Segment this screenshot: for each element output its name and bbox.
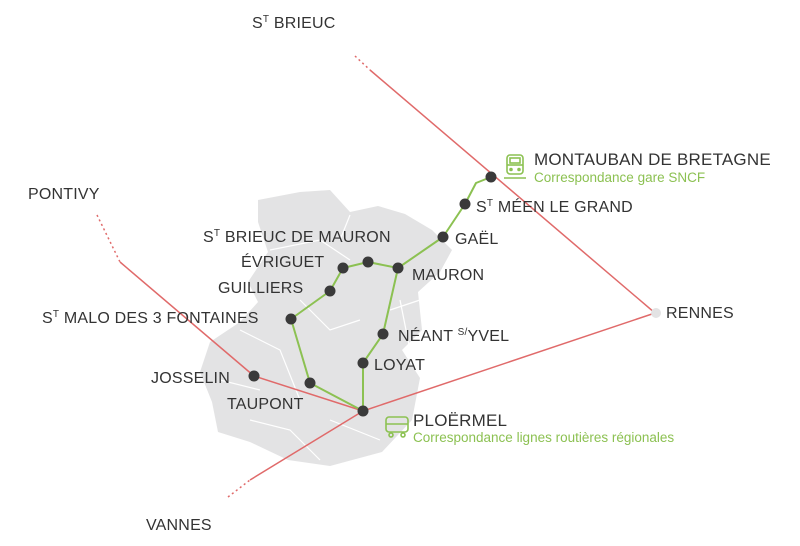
label-sup: T bbox=[213, 228, 221, 239]
label-sup: S/ bbox=[457, 327, 468, 338]
city-rennes: RENNES bbox=[666, 305, 734, 322]
station-ploermel[interactable] bbox=[357, 405, 369, 417]
montauban-connection-note: Correspondance gare SNCF bbox=[534, 170, 706, 185]
station-st-malo[interactable] bbox=[285, 313, 297, 325]
ploermel-connection-note: Correspondance lignes routières régional… bbox=[413, 430, 675, 445]
station-label-evriguet: ÉVRIGUET bbox=[241, 254, 325, 271]
city-vannes: VANNES bbox=[146, 517, 212, 534]
stations bbox=[248, 171, 497, 417]
region-shape bbox=[200, 190, 452, 466]
train-icon bbox=[504, 154, 526, 179]
label-prefix: S bbox=[476, 199, 487, 216]
label-sup: T bbox=[262, 14, 270, 25]
station-neant[interactable] bbox=[377, 328, 389, 340]
rennes-marker bbox=[651, 308, 661, 318]
label-sup: T bbox=[486, 198, 494, 209]
label-prefix: S bbox=[203, 229, 214, 246]
station-label-mauron: MAURON bbox=[412, 267, 485, 284]
label-rest: BRIEUC DE MAURON bbox=[220, 229, 391, 246]
station-mauron[interactable] bbox=[392, 262, 404, 274]
station-label-st-malo: ST MALO DES 3 FONTAINES bbox=[42, 309, 259, 328]
station-label-neant: NÉANT S/YVEL bbox=[398, 327, 509, 346]
station-gael[interactable] bbox=[437, 231, 449, 243]
label-rest: BRIEUC bbox=[269, 15, 336, 32]
city-st-brieuc: ST BRIEUC bbox=[252, 14, 336, 33]
station-taupont[interactable] bbox=[304, 377, 316, 389]
station-label-st-meen: ST MÉEN LE GRAND bbox=[476, 198, 633, 217]
station-label-ploermel: PLOËRMEL bbox=[413, 411, 508, 430]
station-evriguet[interactable] bbox=[337, 262, 349, 274]
station-st-brieuc-de-mauron[interactable] bbox=[362, 256, 374, 268]
commune-borders bbox=[219, 214, 421, 461]
label-rest: YVEL bbox=[467, 328, 510, 345]
station-label-josselin: JOSSELIN bbox=[151, 370, 230, 387]
station-guilliers[interactable] bbox=[324, 285, 336, 297]
station-label-taupont: TAUPONT bbox=[227, 396, 304, 413]
label-prefix: S bbox=[252, 15, 263, 32]
station-label-st-brieuc-de-mauron: ST BRIEUC DE MAURON bbox=[203, 228, 391, 247]
label-prefix: NÉANT bbox=[398, 328, 458, 345]
city-pontivy: PONTIVY bbox=[28, 186, 100, 203]
bus-icon bbox=[385, 416, 409, 438]
station-josselin[interactable] bbox=[248, 370, 260, 382]
label-rest: MALO DES 3 FONTAINES bbox=[59, 310, 259, 327]
station-st-meen[interactable] bbox=[459, 198, 471, 210]
rail-lines bbox=[96, 55, 656, 498]
station-label-loyat: LOYAT bbox=[374, 357, 426, 374]
station-label-gael: GAËL bbox=[455, 231, 499, 248]
label-sup: T bbox=[52, 309, 60, 320]
station-loyat[interactable] bbox=[357, 357, 369, 369]
station-label-guilliers: GUILLIERS bbox=[218, 280, 304, 297]
station-label-montauban: MONTAUBAN DE BRETAGNE bbox=[534, 150, 771, 169]
station-montauban[interactable] bbox=[485, 171, 497, 183]
label-prefix: S bbox=[42, 310, 53, 327]
label-rest: MÉEN LE GRAND bbox=[493, 199, 633, 216]
